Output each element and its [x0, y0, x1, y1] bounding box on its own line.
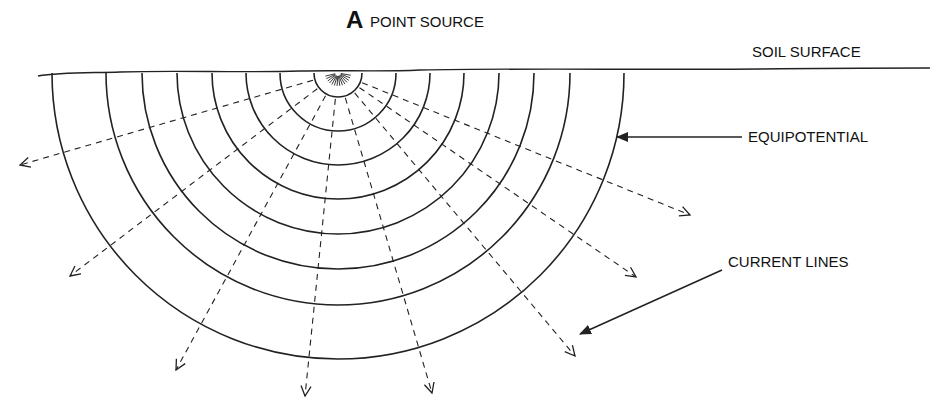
equipotential-arc [177, 73, 499, 234]
equipotential-arc [212, 73, 464, 199]
current-line [359, 88, 636, 277]
leader-arrow [580, 270, 722, 334]
source-label: POINT SOURCE [370, 14, 484, 29]
current-line [70, 89, 317, 276]
surface-label: SOIL SURFACE [752, 44, 861, 59]
soil-surface [38, 68, 930, 76]
equipotential-label: EQUIPOTENTIAL [748, 129, 868, 144]
source-ray [338, 76, 339, 86]
current-lines [20, 80, 690, 396]
equipotential-arc [142, 73, 534, 269]
current-label: CURRENT LINES [728, 254, 849, 269]
equipotential-arc [52, 73, 624, 359]
current-line [355, 93, 575, 356]
source-ray [339, 76, 342, 85]
current-line [176, 96, 326, 370]
equipotential-arc [106, 73, 570, 305]
point-source-symbol [325, 74, 350, 86]
current-line [305, 99, 335, 396]
equipotential-arc [246, 73, 430, 165]
current-line [345, 98, 432, 393]
equipotential-arcs [52, 73, 624, 359]
current-line [20, 80, 313, 165]
leader-arrow [617, 136, 742, 138]
current-line [362, 83, 690, 215]
source-letter: A [346, 8, 363, 32]
source-ray [325, 74, 335, 76]
source-ray [326, 74, 335, 78]
